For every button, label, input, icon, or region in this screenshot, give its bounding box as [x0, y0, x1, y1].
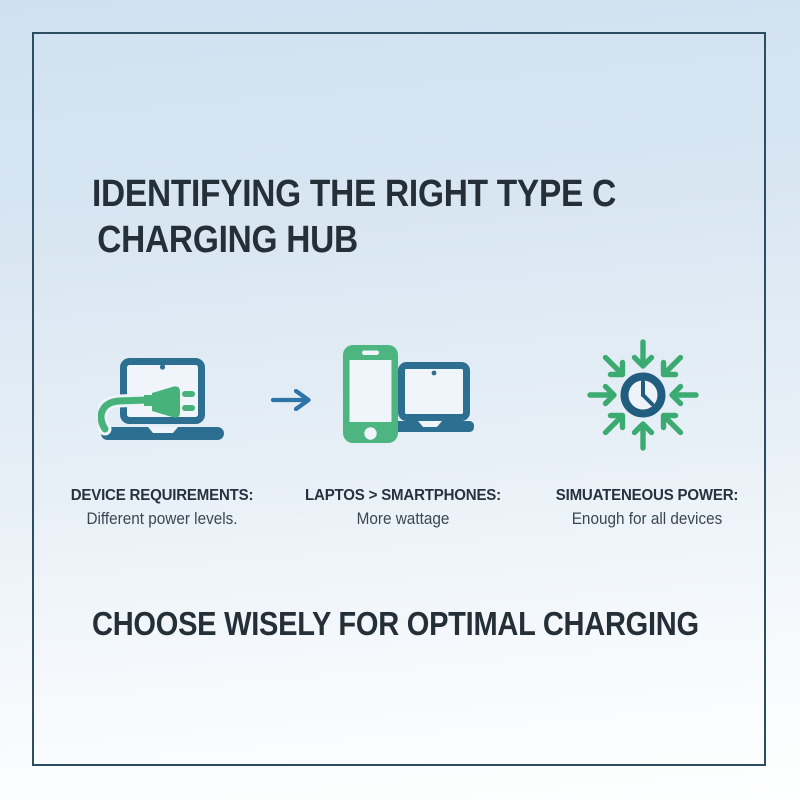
step-description: Different power levels. — [86, 509, 238, 528]
page-title-line1: IDENTIFYING THE RIGHT TYPE C — [92, 173, 616, 215]
page-title: IDENTIFYING THE RIGHT TYPE C CHARGING HU… — [92, 171, 616, 263]
step-label-simultaneous-power: SIMUATENEOUS POWER: Enough for all devic… — [527, 487, 767, 529]
step-heading: LAPTOS > SMARTPHONES: — [305, 487, 501, 504]
step-heading: SIMUATENEOUS POWER: — [555, 487, 739, 504]
step-description: Enough for all devices — [571, 509, 723, 528]
step-label-laptops-smartphones: LAPTOS > SMARTPHONES: More wattage — [283, 487, 523, 529]
phone-laptop-icon — [343, 345, 474, 443]
step-heading: DEVICE REQUIREMENTS: — [70, 487, 254, 504]
arrow-right-icon — [270, 389, 311, 411]
footer-heading: CHOOSE WISELY FOR OPTIMAL CHARGING — [92, 605, 699, 642]
laptop-plug-icon — [98, 358, 224, 440]
clock-converging-arrows-icon — [587, 339, 699, 451]
step-description: More wattage — [356, 509, 450, 528]
step-label-device-requirements: DEVICE REQUIREMENTS: Different power lev… — [42, 487, 282, 529]
page-title-line2: CHARGING HUB — [97, 219, 358, 261]
